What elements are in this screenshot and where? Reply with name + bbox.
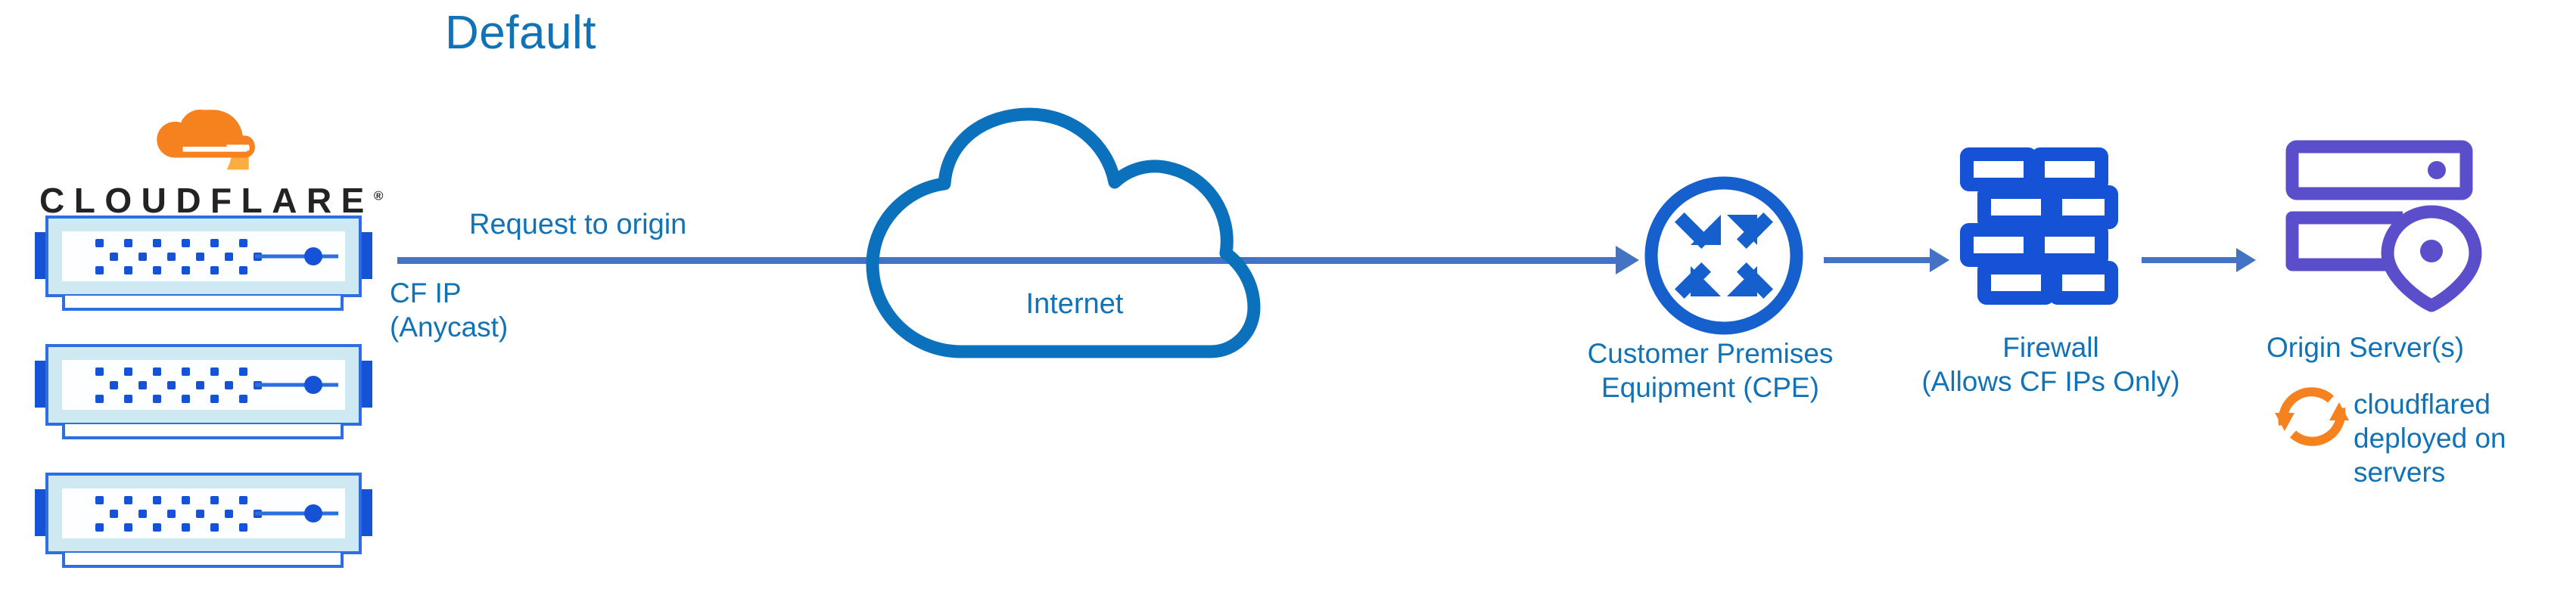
cpe-label-line1: Customer Premises: [1587, 338, 1834, 369]
request-to-origin-label: Request to origin: [469, 209, 687, 240]
arrow-firewall-to-origin-line: [2142, 257, 2240, 263]
server-base: [62, 296, 344, 311]
server-rack-2: [35, 344, 372, 439]
page-title: Default: [445, 7, 596, 59]
arrow-cpe-to-firewall-line: [1824, 257, 1934, 263]
cloudflared-note-label: cloudflared deployed on servers: [2354, 389, 2506, 488]
brick-wall-icon: [1960, 147, 2118, 305]
server-status-line: [255, 383, 338, 387]
arrow-edge-to-cpe-head: [1616, 246, 1639, 274]
server-base: [62, 553, 344, 568]
firewall-label-line1: Firewall: [2002, 332, 2099, 363]
cloudflare-wordmark: CLOUDFLARE®: [39, 180, 383, 221]
cloud-icon: [866, 107, 1261, 358]
arrow-cpe-to-firewall-head: [1930, 248, 1949, 272]
origin-server-location-icon: [2285, 140, 2482, 312]
cloudflare-wordmark-text: CLOUDFLARE: [39, 181, 374, 220]
server-vent-grid: [95, 239, 262, 274]
server-face: [62, 360, 345, 410]
server-rack-1: [35, 216, 372, 311]
origin-label: Origin Server(s): [2266, 332, 2465, 363]
firewall-node: [1960, 147, 2119, 310]
server-vent-grid: [95, 496, 262, 532]
server-chassis: [45, 344, 362, 426]
server-status-dot: [304, 247, 322, 265]
router-icon: [1644, 176, 1803, 335]
server-face: [62, 488, 345, 538]
internet-label: Internet: [1025, 288, 1124, 320]
cf-ip-line2: (Anycast): [390, 312, 509, 343]
cloudflare-cloud-logo-icon: [157, 110, 255, 170]
server-status-dot: [304, 376, 322, 394]
cloudflare-logo: CLOUDFLARE®: [39, 98, 383, 221]
internet-cloud: Internet: [848, 107, 1302, 359]
cpe-node: [1641, 172, 1807, 339]
server-face: [62, 231, 345, 281]
firewall-label-line2: (Allows CF IPs Only): [1921, 366, 2180, 397]
firewall-label: Firewall (Allows CF IPs Only): [1884, 330, 2217, 398]
server-chassis: [45, 473, 362, 554]
sync-arrows-icon: [2275, 387, 2349, 446]
server-status-dot: [304, 504, 322, 523]
cloudflared-note: [2270, 378, 2354, 454]
server-status-line: [255, 511, 338, 516]
cpe-label-line2: Equipment (CPE): [1601, 372, 1819, 403]
arrow-firewall-to-origin-head: [2236, 248, 2256, 272]
arrow-edge-to-cpe-line: [397, 257, 1619, 264]
server-base: [62, 424, 344, 439]
server-status-line: [255, 254, 338, 259]
registered-trademark-mark: ®: [373, 188, 384, 203]
server-chassis: [45, 216, 362, 297]
origin-node: [2285, 140, 2490, 312]
server-vent-grid: [95, 367, 262, 403]
cpe-label: Customer Premises Equipment (CPE): [1536, 336, 1884, 405]
server-rack-3: [35, 473, 372, 568]
cf-ip-annotation: CF IP (Anycast): [390, 276, 508, 344]
cf-ip-line1: CF IP: [390, 278, 462, 309]
